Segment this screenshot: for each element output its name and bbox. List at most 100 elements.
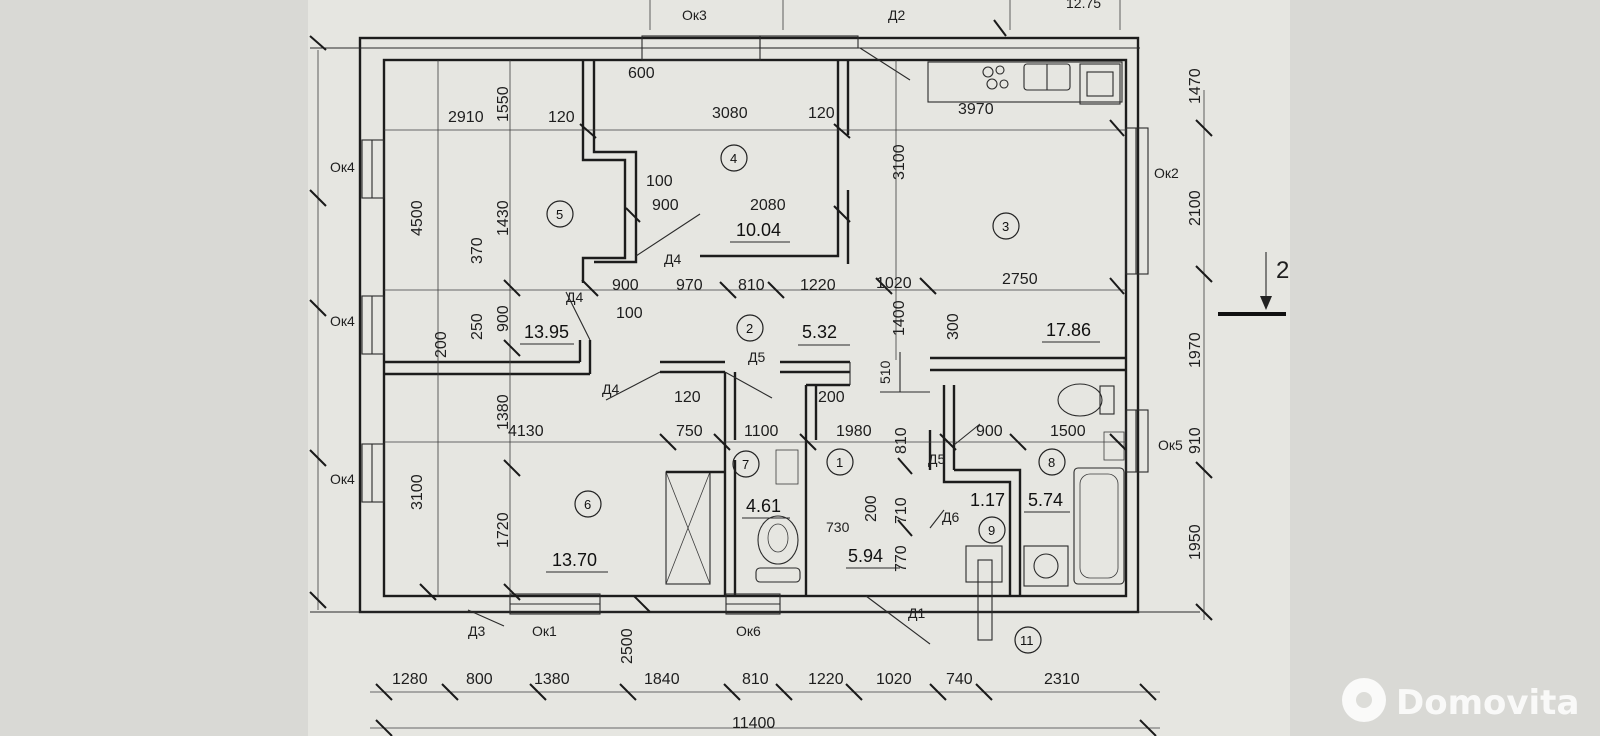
dim-inner: 120 [548,109,575,126]
dimension-text: 1280 800 1380 1840 810 1220 1020 740 231… [392,65,1204,732]
room-number: 4 [730,151,737,166]
dim-inner: 750 [676,423,703,440]
dim-inner: 370 [469,237,486,264]
opening-labels: Ок3 Д2 12.75 Ок2 Ок4 Ок4 Ок4 Ок5 Ок1 Ок6… [330,0,1183,639]
dim-bottom: 1020 [876,671,912,688]
dim-inner: 2080 [750,197,786,214]
window-label: Ок3 [682,7,707,23]
windows [361,35,1149,615]
dim-inner: 3080 [712,105,748,122]
room-marker [826,448,854,476]
dim-inner: 2500 [619,628,636,664]
room-number: 7 [742,457,749,472]
door-label: Д2 [888,7,905,23]
dim-bottom: 2310 [1044,671,1080,688]
total-label: 12.75 [1066,0,1101,11]
room-marker [1014,626,1042,654]
dim-inner: 3100 [891,144,908,180]
dim-inner: 3970 [958,101,994,118]
dim-inner: 1220 [800,277,836,294]
room-area: 4.61 [746,496,781,516]
room-marker [992,212,1020,240]
dim-bottom: 810 [742,671,769,688]
dim-bottom: 800 [466,671,493,688]
dim-inner: 1380 [495,394,512,430]
dim-inner: 1720 [495,512,512,548]
room-number: 3 [1002,219,1009,234]
room-area: 5.74 [1028,490,1063,510]
room-area: 17.86 [1046,320,1091,340]
dim-inner: 200 [433,331,450,358]
dimension-lines [317,0,1205,729]
dim-inner: 2750 [1002,271,1038,288]
room-marker [574,490,602,518]
fixtures [755,61,1125,641]
dim-inner: 200 [863,495,880,522]
room-marker [978,516,1006,544]
room-area: 13.95 [524,322,569,342]
room-marker [732,450,760,478]
room-number: 8 [1048,455,1055,470]
dim-right: 1950 [1187,524,1204,560]
room-area: 5.94 [848,546,883,566]
section-marker: 2 [1218,252,1289,316]
dim-inner: 1020 [876,275,912,292]
room-area: 1.17 [970,490,1005,510]
door-label: Д3 [468,623,485,639]
dim-total: 11400 [732,715,775,732]
dim-bottom: 1840 [644,671,680,688]
dim-right: 2100 [1187,190,1204,226]
room-marker [546,200,574,228]
room-number: 6 [584,497,591,512]
room-number: 1 [836,455,843,470]
dim-inner: 1430 [495,200,512,236]
domovita-watermark: Domovita [1342,678,1579,723]
room-area: 13.70 [552,550,597,570]
room-area: 5.32 [802,322,837,342]
dim-bottom: 1380 [534,671,570,688]
dim-inner: 900 [652,197,679,214]
room-number: 9 [988,523,995,538]
door-label: Д4 [602,381,619,397]
door-label: Д6 [942,509,959,525]
window-label: Ок2 [1154,165,1179,181]
window-label: Ок4 [330,159,355,175]
dim-inner: 100 [646,173,673,190]
window-label: Ок4 [330,313,355,329]
room-marker [736,314,764,342]
dim-inner: 510 [877,360,893,384]
dim-bottom: 1220 [808,671,844,688]
dim-right: 910 [1187,427,1204,454]
dim-inner: 1500 [1050,423,1086,440]
room-labels: 1 2 3 4 5 6 7 8 9 11 [546,144,1066,654]
room-number: 5 [556,207,563,222]
door-label: Д1 [908,605,925,621]
dim-inner: 810 [738,277,765,294]
dim-bottom: 1280 [392,671,428,688]
dim-inner: 120 [808,105,835,122]
dim-inner: 1980 [836,423,872,440]
dim-inner: 100 [616,305,643,322]
door-label: Д5 [748,349,765,365]
door-label: Д5 [928,451,945,467]
door-label: Д4 [566,289,583,305]
tick-marks [309,19,1213,736]
window-label: Ок5 [1158,437,1183,453]
dim-inner: 1400 [891,300,908,336]
room-number: 11 [1020,633,1034,648]
dim-inner: 4130 [508,423,544,440]
interior-walls [384,60,1126,596]
room-areas: 5.94 5.32 17.86 10.04 13.95 13.70 4.61 5… [520,220,1100,573]
section-label: 2 [1276,257,1289,284]
dim-inner: 900 [495,305,512,332]
room-number: 2 [746,321,753,336]
dim-inner: 770 [893,545,910,572]
dim-left: 3100 [409,474,426,510]
dim-right: 1470 [1187,68,1204,104]
dim-inner: 300 [945,313,962,340]
dim-inner: 600 [628,65,655,82]
window-label: Ок6 [736,623,761,639]
window-label: Ок1 [532,623,557,639]
dim-inner: 970 [676,277,703,294]
